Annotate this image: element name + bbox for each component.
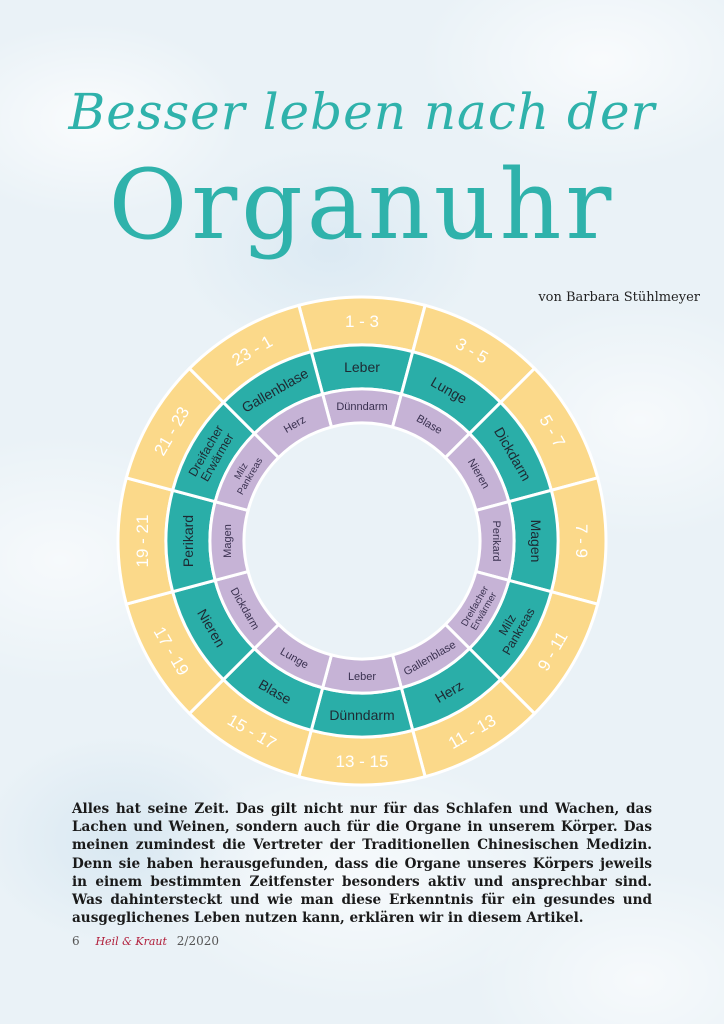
title-line-1: Besser leben nach der: [68, 83, 656, 141]
time-label-line: 7 - 9: [572, 524, 591, 558]
byline: von Barbara Stühlmeyer: [538, 290, 700, 305]
opposite-organ-label-line: Perikard: [490, 521, 502, 562]
time-label: 7 - 9: [572, 524, 591, 558]
page-number: 6: [72, 934, 80, 948]
opposite-organ-label-line: Leber: [348, 671, 376, 683]
time-label: 13 - 15: [336, 752, 389, 771]
time-label-line: 1 - 3: [345, 312, 379, 331]
organ-label: Leber: [344, 359, 380, 375]
opposite-organ-label-line: Dünndarm: [336, 401, 387, 413]
opposite-organ-label: Perikard: [490, 521, 502, 562]
organ-label-line: Magen: [528, 520, 544, 563]
intro-paragraph: Alles hat seine Zeit. Das gilt nicht nur…: [72, 801, 652, 927]
organ-label-line: Leber: [344, 359, 380, 375]
opposite-organ-label: Leber: [348, 671, 376, 683]
inner-ring-segment: [252, 392, 334, 460]
time-label-line: 13 - 15: [336, 752, 389, 771]
organ-label: Perikard: [180, 515, 196, 567]
time-label: 1 - 3: [345, 312, 379, 331]
opposite-organ-label: Dünndarm: [336, 401, 387, 413]
organ-label-line: Perikard: [180, 515, 196, 567]
organ-label: Magen: [528, 520, 544, 563]
opposite-organ-label: Magen: [222, 524, 234, 558]
opposite-organ-label-line: Magen: [222, 524, 234, 558]
time-label-line: 19 - 21: [133, 515, 152, 568]
organ-label-line: Dünndarm: [329, 707, 394, 723]
issue-number: 2/2020: [176, 934, 219, 948]
organ-label: Dünndarm: [329, 707, 394, 723]
time-label: 19 - 21: [133, 515, 152, 568]
title-line-2: Organuhr: [108, 149, 616, 261]
page-footer: 6 Heil & Kraut 2/2020: [72, 934, 219, 948]
magazine-logo: Heil & Kraut: [95, 935, 167, 948]
